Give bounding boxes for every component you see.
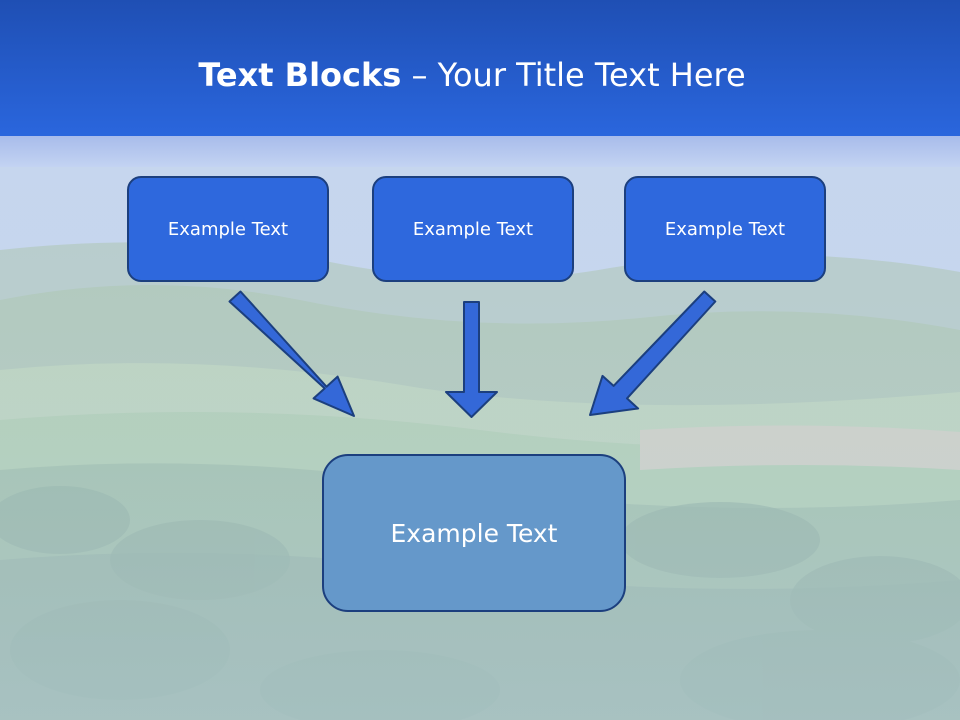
text-block-3[interactable]: Example Text <box>624 176 826 282</box>
title-bold-part: Text Blocks <box>198 56 402 94</box>
text-block-2-label: Example Text <box>412 218 534 240</box>
slide-title: Text Blocks – Your Title Text Here <box>0 52 944 98</box>
text-block-1-label: Example Text <box>167 218 289 240</box>
text-block-2[interactable]: Example Text <box>372 176 574 282</box>
title-subband <box>0 136 960 167</box>
title-bar <box>0 0 960 136</box>
text-block-3-label: Example Text <box>664 218 786 240</box>
text-block-1[interactable]: Example Text <box>127 176 329 282</box>
title-rest-part: Your Title Text Here <box>437 56 746 94</box>
target-text-block-label: Example Text <box>390 518 558 548</box>
title-separator: – <box>401 56 438 94</box>
target-text-block[interactable]: Example Text <box>322 454 626 612</box>
